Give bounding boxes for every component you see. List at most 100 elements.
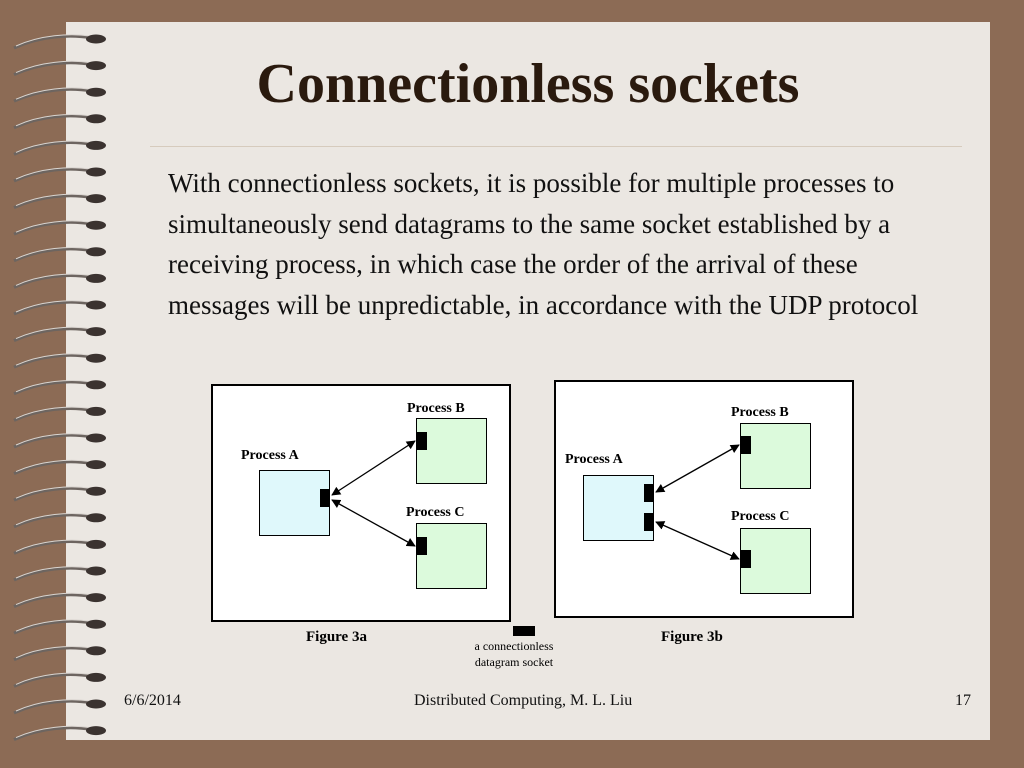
fig3a-process-a-box — [259, 470, 330, 536]
fig3b-process-c-label: Process C — [731, 509, 790, 524]
spiral-hole — [86, 619, 106, 629]
spiral-coil — [13, 194, 93, 209]
spiral-hole — [86, 433, 106, 443]
spiral-coil — [13, 673, 93, 688]
spiral-coil — [13, 300, 93, 316]
fig3a-process-b-label: Process B — [407, 401, 465, 416]
fig3b-process-a-label: Process A — [565, 452, 623, 467]
figure-3b-caption: Figure 3b — [661, 629, 723, 645]
spiral-hole — [86, 513, 106, 523]
spiral-coil-highlight — [15, 566, 91, 579]
spiral-coil-highlight — [15, 406, 91, 419]
legend-socket-icon — [513, 626, 535, 636]
legend-text: a connectionless datagram socket — [440, 638, 588, 670]
fig3a-socket-b — [417, 432, 427, 450]
spiral-coil — [13, 619, 93, 635]
spiral-coil-highlight — [15, 725, 91, 739]
spiral-coil — [13, 247, 93, 263]
spiral-hole — [86, 353, 106, 363]
spiral-coil — [13, 274, 93, 289]
slide-title: Connectionless sockets — [256, 53, 800, 115]
spiral-coil-highlight — [15, 114, 91, 127]
spiral-hole — [86, 140, 106, 150]
spiral-coil — [13, 380, 93, 396]
fig3b-process-a-box — [583, 475, 654, 541]
spiral-coil-highlight — [15, 220, 91, 233]
spiral-hole — [86, 699, 106, 709]
spiral-coil-highlight — [15, 273, 91, 286]
spiral-coil-highlight — [15, 353, 91, 366]
spiral-coil — [13, 353, 93, 369]
fig3b-process-b-box — [740, 423, 811, 489]
spiral-coil — [13, 646, 93, 662]
spiral-coil — [13, 61, 93, 76]
spiral-coil-highlight — [15, 486, 91, 499]
fig3a-socket-c — [417, 537, 427, 555]
spiral-coil-highlight — [15, 699, 91, 712]
spiral-hole — [86, 220, 106, 230]
fig3b-process-c-box — [740, 528, 811, 594]
spiral-coil — [13, 34, 93, 50]
legend-line-1: a connectionless — [474, 639, 554, 653]
spiral-hole — [86, 167, 106, 177]
spiral-coil — [13, 87, 93, 103]
spiral-binding-icon — [13, 34, 106, 741]
spiral-coil-highlight — [15, 87, 91, 100]
spiral-coil-highlight — [15, 619, 91, 632]
fig3b-socket-a2 — [644, 513, 654, 531]
spiral-coil-highlight — [15, 300, 91, 313]
spiral-hole — [86, 406, 106, 416]
spiral-coil — [13, 699, 93, 715]
footer-date: 6/6/2014 — [124, 692, 181, 709]
fig3b-socket-a1 — [644, 484, 654, 502]
spiral-coil — [13, 114, 93, 130]
fig3a-process-a-label: Process A — [241, 448, 299, 463]
spiral-coil-highlight — [15, 513, 91, 526]
spiral-coil-highlight — [15, 380, 91, 393]
spiral-hole — [86, 486, 106, 496]
spiral-hole — [86, 87, 106, 97]
spiral-hole — [86, 327, 106, 337]
spiral-hole — [86, 646, 106, 656]
spiral-coil — [13, 407, 93, 422]
spiral-hole — [86, 300, 106, 310]
spiral-coil — [13, 220, 93, 236]
spiral-coil-highlight — [15, 34, 91, 47]
legend-line-2: datagram socket — [474, 655, 554, 669]
spiral-hole — [86, 247, 106, 257]
fig3a-process-c-label: Process C — [406, 505, 465, 520]
spiral-hole — [86, 672, 106, 682]
spiral-coil — [13, 327, 93, 342]
fig3a-process-c-box — [416, 523, 487, 589]
spiral-coil-highlight — [15, 672, 91, 685]
spiral-coil — [13, 513, 93, 529]
spiral-coil — [13, 540, 93, 555]
spiral-coil-highlight — [15, 140, 91, 153]
spiral-coil — [13, 593, 93, 608]
fig3a-socket-a — [320, 489, 330, 507]
spiral-coil — [13, 167, 93, 183]
spiral-coil — [13, 486, 93, 502]
spiral-hole — [86, 593, 106, 603]
spiral-hole — [86, 34, 106, 44]
spiral-coil-highlight — [15, 539, 91, 552]
spiral-coil-highlight — [15, 167, 91, 180]
fig3a-process-b-box — [416, 418, 487, 484]
spiral-coil-highlight — [15, 60, 91, 74]
fig3b-socket-b — [741, 436, 751, 454]
spiral-coil — [13, 141, 93, 156]
spiral-hole — [86, 194, 106, 204]
spiral-coil-highlight — [15, 646, 91, 659]
spiral-coil-highlight — [15, 433, 91, 446]
spiral-coil — [13, 460, 93, 475]
footer-page-number: 17 — [955, 692, 971, 709]
spiral-hole — [86, 61, 106, 71]
spiral-coil-highlight — [15, 459, 91, 473]
spiral-hole — [86, 460, 106, 470]
spiral-hole — [86, 380, 106, 390]
spiral-hole — [86, 273, 106, 283]
spiral-coil-highlight — [15, 592, 91, 606]
fig3b-socket-c — [741, 550, 751, 568]
spiral-coil — [13, 433, 93, 449]
spiral-hole — [86, 539, 106, 549]
